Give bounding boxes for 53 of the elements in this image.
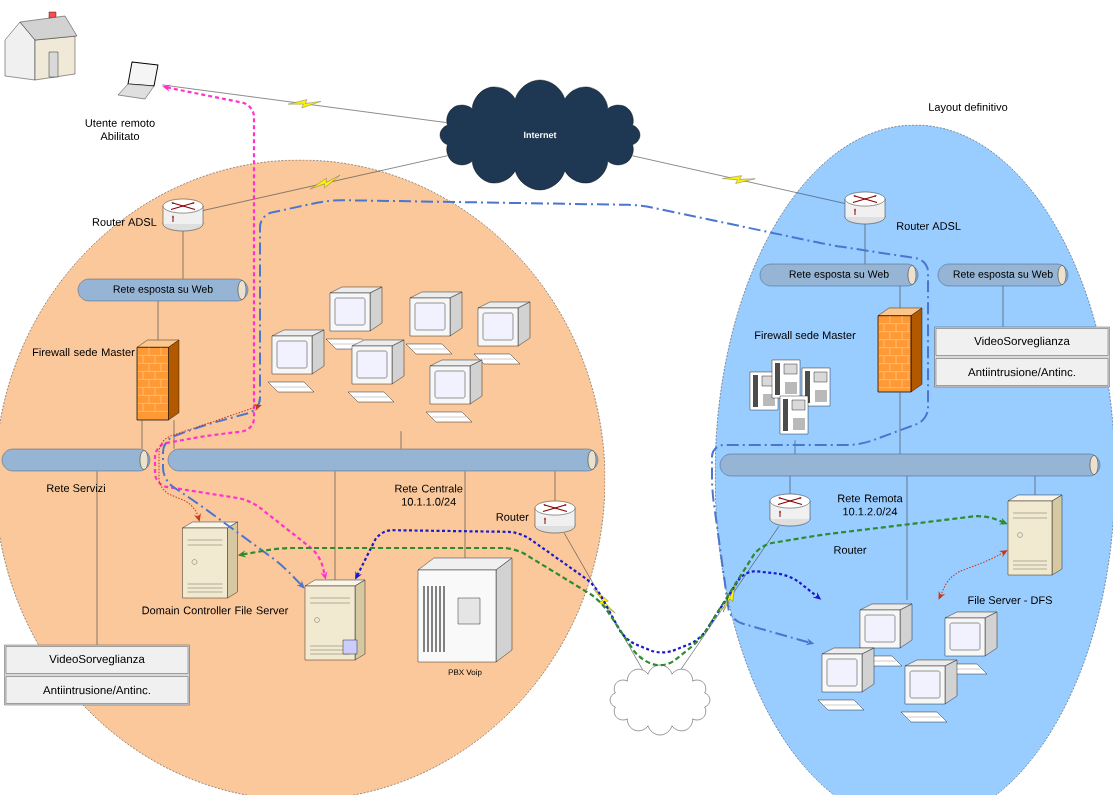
device-label: Router ADSL: [897, 222, 961, 230]
device-label: Firewall sede Master: [755, 330, 856, 340]
link-line: [864, 223, 866, 265]
panel-row: Antiintrusione/Antinc.: [5, 676, 189, 704]
network-bus: Rete esposta su Web: [759, 263, 919, 287]
device-panel: [4, 644, 190, 706]
panel-row: Antiintrusione/Antinc.: [935, 358, 1109, 386]
wireless-link: [632, 155, 846, 204]
link-line: [96, 470, 98, 646]
flow-arrow: [938, 550, 1008, 600]
cloud-icon: [609, 664, 711, 736]
device-label: PBX Voip: [448, 669, 482, 677]
link-line: [794, 439, 796, 455]
link-line: [464, 470, 466, 559]
device-label: Rete Remota 10.1.2.0/24: [838, 494, 903, 516]
link-line: [400, 430, 402, 450]
flow-arrow: [158, 404, 262, 522]
phones-drawing: [749, 359, 831, 435]
device-label: File Server - DFS: [968, 595, 1052, 605]
wireless-link: [161, 84, 447, 123]
device-label: Utente remoto Abilitato: [85, 119, 155, 141]
server-icon: [304, 579, 366, 661]
wireless-link: [681, 525, 780, 670]
device-label: Router: [496, 513, 529, 521]
device-label: Rete Servizi: [47, 483, 105, 493]
device-label: Router ADSL: [92, 218, 157, 226]
panel-row: VideoSorveglianza: [935, 328, 1109, 356]
workstations-drawing: [817, 603, 998, 723]
link-line: [173, 419, 175, 450]
device-label: Rete Centrale 10.1.1.0/24: [395, 484, 463, 506]
link-line: [157, 300, 159, 341]
link-line: [899, 391, 901, 455]
network-bus: Rete esposta su Web: [77, 278, 249, 302]
link-line: [554, 470, 556, 502]
link-line: [334, 470, 336, 581]
link-line: [789, 475, 791, 495]
link-line: [906, 475, 908, 601]
link-line: [899, 285, 901, 309]
wireless-link: [564, 532, 643, 670]
workstations-drawing: [267, 286, 531, 423]
link-line: [1034, 475, 1036, 496]
network-bus: Rete esposta su Web: [937, 263, 1069, 287]
link-line: [182, 230, 184, 280]
panel-row: VideoSorveglianza: [5, 646, 189, 674]
device-label: Router: [834, 546, 867, 554]
link-line: [141, 419, 143, 450]
house-drawing: [4, 11, 78, 81]
device-label: Firewall sede Master: [33, 347, 135, 357]
wireless-link: [202, 155, 448, 211]
title: Layout definitivo: [929, 102, 1008, 114]
device-label: Domain Controller File Server: [142, 606, 289, 615]
device-panel: [934, 326, 1110, 388]
link-line: [1002, 285, 1004, 328]
